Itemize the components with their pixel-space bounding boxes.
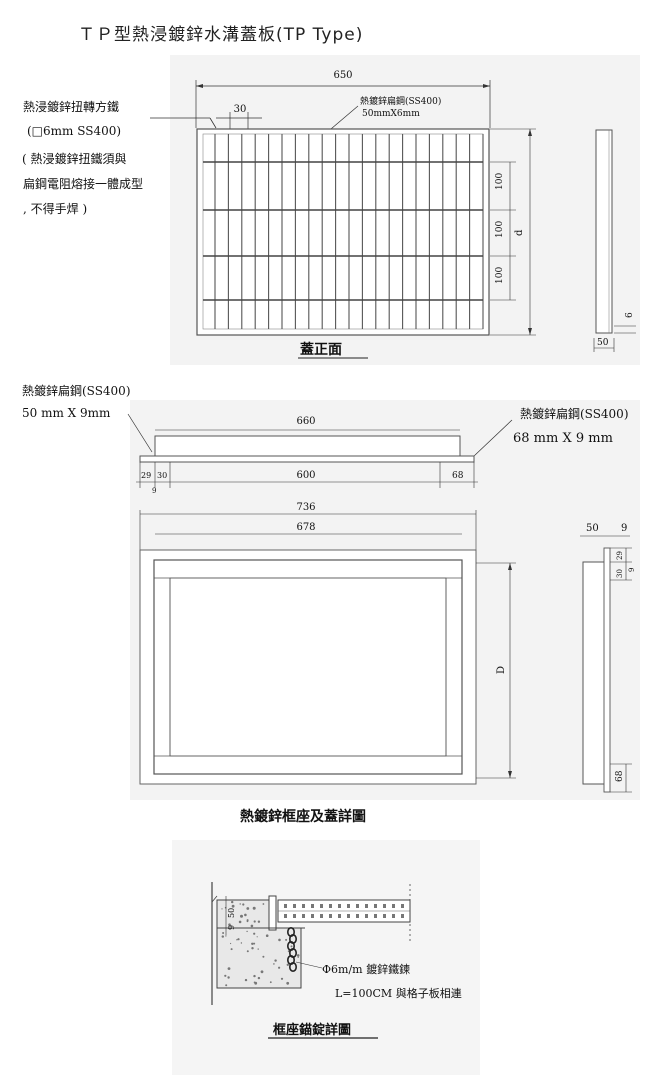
cover-caption: 蓋正面 — [300, 341, 342, 358]
dim-pitch-label: 30 — [234, 104, 247, 115]
chain-length: L=100CM 與格子板相連 — [335, 986, 462, 1000]
side-dim-30: 30 — [616, 569, 624, 578]
flat-bar-label: 熱鍍鋅扁鋼(SS400) — [360, 95, 441, 107]
side-dim-50: 50 — [586, 523, 599, 534]
dim-100-b: 100 — [495, 221, 505, 238]
side-dim-6: 6 — [625, 312, 635, 318]
dim-736: 736 — [296, 502, 315, 513]
dim-9: 9 — [152, 487, 156, 495]
anchor-dim-9: 9 — [227, 925, 236, 930]
side-dim-68: 68 — [615, 770, 625, 782]
note-line: (□6mm SS400) — [27, 124, 122, 138]
page-title: ＴＰ型熱浸鍍鋅水溝蓋板(TP Type) — [78, 25, 364, 45]
dim-29: 29 — [141, 471, 151, 480]
dim-D: D — [496, 666, 507, 674]
dim-678: 678 — [296, 522, 315, 533]
note-line: , 不得手焊 ) — [23, 202, 88, 216]
side-dim-29: 29 — [616, 551, 624, 560]
frame-right-size: 68 mm X 9 mm — [513, 431, 613, 446]
note-line: 扁鋼電阻熔接一體成型 — [23, 177, 144, 191]
side-dim-9: 9 — [621, 523, 627, 534]
frame-drawings: 660 29 30 9 600 68 736 678 D 50 9 29 30 … — [127, 413, 636, 793]
dim-68: 68 — [452, 471, 464, 481]
chain — [286, 926, 297, 972]
side-dim-50: 50 — [597, 338, 609, 348]
dim-30: 30 — [157, 471, 167, 480]
dim-100-a: 100 — [495, 173, 505, 190]
chain-label: Φ6m/m 鍍鋅鐵鍊 — [322, 962, 410, 976]
dim-100-c: 100 — [495, 267, 505, 284]
frame-left-size: 50 mm X 9mm — [22, 406, 111, 420]
anchor-dim-50: 50 — [227, 908, 236, 918]
flat-bar-size: 50mmX6mm — [362, 109, 420, 119]
side-dim-9b: 9 — [628, 568, 636, 572]
note-line: 熱浸鍍鋅扭轉方鐵 — [23, 100, 120, 114]
dim-660: 660 — [296, 416, 315, 427]
dim-600: 600 — [296, 470, 315, 481]
frame-left-label: 熱鍍鋅扁鋼(SS400) — [22, 384, 131, 398]
frame-caption: 熱鍍鋅框座及蓋詳圖 — [240, 809, 366, 825]
dim-width-label: 650 — [333, 70, 352, 81]
frame-right-label: 熱鍍鋅扁鋼(SS400) — [520, 407, 629, 421]
cover-front-view: 650 30 熱鍍鋅扁鋼(SS400) 50mmX6mm 100 100 100… — [150, 70, 636, 359]
cover-side-view — [595, 129, 613, 334]
anchor-caption: 框座錨錠詳圖 — [273, 1023, 352, 1038]
note-line: ( 熱浸鍍鋅扭鐵須與 — [22, 152, 127, 166]
dim-d-label: d — [514, 229, 525, 236]
grate-bars — [214, 134, 484, 329]
